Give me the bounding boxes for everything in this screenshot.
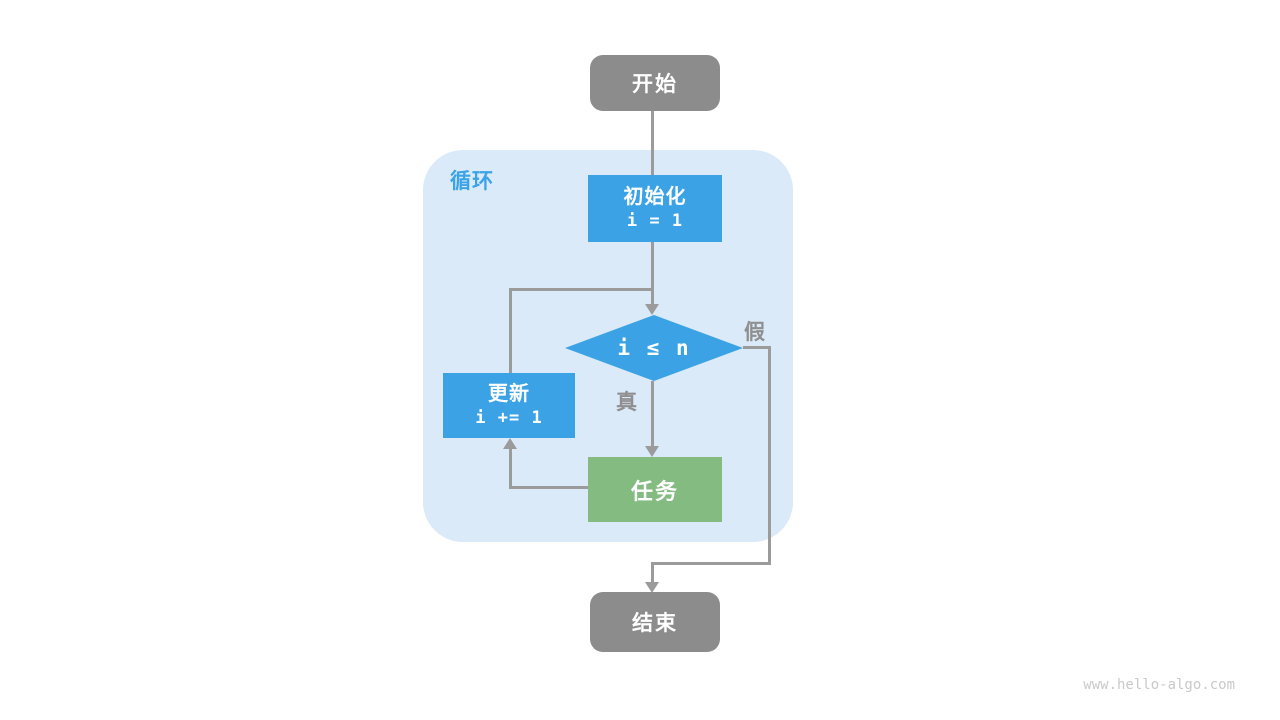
- start-node: 开始: [590, 55, 720, 111]
- condition-node-label: i ≤ n: [617, 336, 691, 360]
- connector-into-end: [651, 562, 654, 582]
- true-branch-label: 真: [616, 391, 637, 414]
- end-node-label: 结束: [632, 612, 678, 635]
- connector-init-condition: [651, 242, 654, 304]
- false-branch-label: 假: [744, 321, 765, 344]
- loop-label: 循环: [450, 170, 494, 193]
- connector-task-update: [509, 449, 512, 489]
- connector-update-up: [509, 288, 512, 373]
- end-node: 结束: [590, 592, 720, 652]
- connector-task-left: [509, 486, 589, 489]
- arrowhead-into-condition-icon: [645, 304, 659, 315]
- watermark: www.hello-algo.com: [1083, 677, 1235, 693]
- connector-false-down: [768, 346, 771, 565]
- init-node: 初始化 i = 1: [588, 175, 722, 242]
- init-node-code: i = 1: [626, 211, 684, 232]
- connector-false-left: [651, 562, 771, 565]
- update-node-code: i += 1: [475, 408, 543, 429]
- task-node-label: 任务: [630, 478, 679, 504]
- arrowhead-into-update-icon: [503, 438, 517, 449]
- task-node: 任务: [588, 457, 722, 522]
- init-node-title: 初始化: [623, 186, 687, 209]
- connector-false-right: [743, 346, 771, 349]
- connector-condition-task: [651, 381, 654, 446]
- update-node: 更新 i += 1: [443, 373, 575, 438]
- arrowhead-into-task-icon: [645, 446, 659, 457]
- connector-loopback-top: [509, 288, 654, 291]
- connector-start-init: [651, 111, 654, 175]
- update-node-title: 更新: [488, 383, 530, 406]
- arrowhead-into-end-icon: [645, 582, 659, 593]
- start-node-label: 开始: [632, 73, 678, 96]
